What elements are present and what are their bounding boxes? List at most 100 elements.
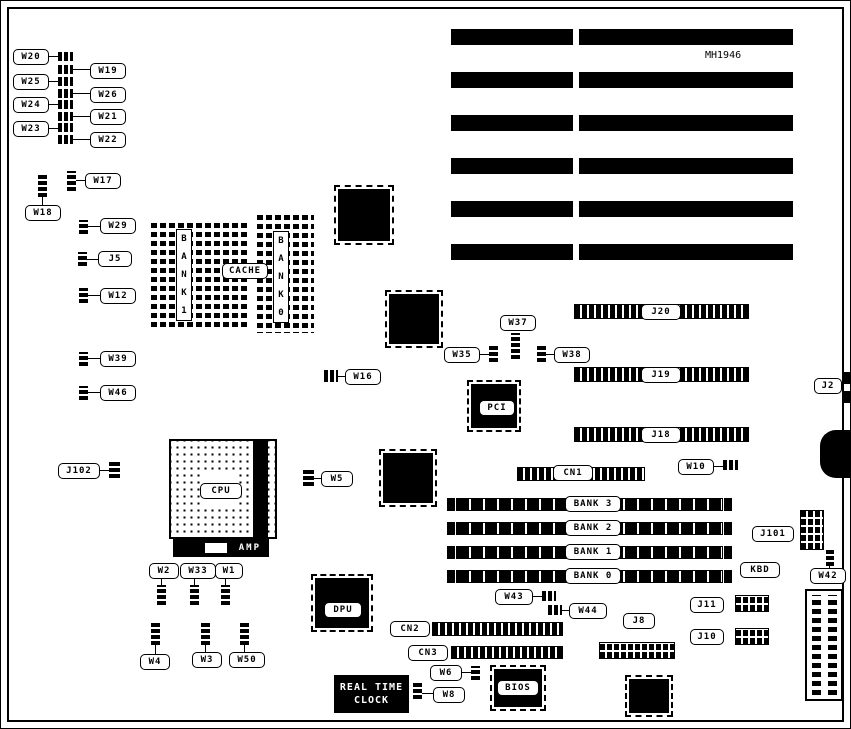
leader-line-29 — [244, 645, 245, 652]
isa-slot-3-long — [579, 115, 793, 131]
jumper-W37 — [511, 333, 520, 359]
label-W19: W19 — [90, 63, 126, 79]
label-J20: J20 — [641, 304, 681, 320]
power-connector — [805, 589, 843, 701]
leader-line-13 — [88, 295, 100, 296]
jumper-W50 — [240, 623, 249, 645]
label-J101: J101 — [752, 526, 794, 542]
jumper-W35 — [489, 345, 498, 362]
leader-line-23 — [562, 610, 569, 611]
label-CN3: CN3 — [408, 645, 448, 661]
leader-line-27 — [155, 645, 156, 654]
jumper-W10 — [723, 460, 738, 470]
isa-slot-5-long — [579, 201, 793, 217]
simm-bank-2-tab-left — [447, 522, 455, 535]
real-time-clock-text-2: CLOCK — [353, 695, 390, 706]
jumper-W18 — [38, 175, 47, 197]
chip-qfp-lower — [379, 449, 437, 507]
power-connector-pin-column-1 — [812, 595, 821, 695]
jumper-W39 — [79, 352, 88, 366]
vertical-label-char: 0 — [278, 308, 284, 318]
isa-slot-2-short — [451, 72, 573, 88]
leader-line-17 — [480, 354, 489, 355]
vertical-label-char: N — [278, 272, 284, 282]
jumper-W21 — [58, 112, 73, 121]
connector-J11-conn — [735, 595, 769, 612]
connector-CN2-bar — [432, 622, 563, 636]
label-W10: W10 — [678, 459, 714, 475]
label-J19: J19 — [641, 367, 681, 383]
leader-line-26 — [225, 579, 226, 585]
label-W25: W25 — [13, 74, 49, 90]
jumper-W33 — [190, 585, 199, 605]
jumper-W20 — [58, 52, 73, 61]
cpu-socket-stripe — [253, 441, 268, 537]
jumper-W17 — [67, 171, 76, 191]
connector-CN3-bar — [451, 646, 563, 659]
leader-line-21 — [714, 466, 723, 467]
vertical-label-char: B — [181, 234, 187, 244]
label-J8: J8 — [623, 613, 655, 629]
isa-slot-1-short — [451, 29, 573, 45]
vertical-label-char: B — [278, 236, 284, 246]
label-W4: W4 — [140, 654, 170, 670]
label-W38: W38 — [554, 347, 590, 363]
jumper-W3 — [201, 623, 210, 645]
isa-slot-1-long — [579, 29, 793, 45]
leader-line-14 — [88, 358, 100, 359]
real-time-clock-text-1: REAL TIME — [339, 682, 404, 693]
isa-slot-5-short — [451, 201, 573, 217]
label-W1: W1 — [215, 563, 243, 579]
simm-bank-0-tab-left — [447, 570, 455, 583]
jumper-W8 — [413, 682, 422, 699]
label-W12: W12 — [100, 288, 136, 304]
leader-line-18 — [546, 354, 554, 355]
label-BANK-0: BANK 0 — [565, 568, 621, 584]
jumper-W22 — [58, 135, 73, 144]
label-W46: W46 — [100, 385, 136, 401]
label-W33: W33 — [180, 563, 216, 579]
jumper-W4 — [151, 623, 160, 645]
leader-line-15 — [88, 392, 100, 393]
label-W2: W2 — [149, 563, 179, 579]
simm-bank-3-tab-right — [724, 498, 732, 511]
vertical-label-char: 1 — [181, 306, 187, 316]
leader-line-1 — [49, 56, 58, 57]
j2-pin-top — [843, 372, 850, 384]
label-CN1: CN1 — [553, 465, 593, 481]
jumper-W43 — [542, 591, 556, 601]
label-W5: W5 — [321, 471, 353, 487]
label-W17: W17 — [85, 173, 121, 189]
leader-line-30 — [462, 672, 471, 673]
isa-slot-6-short — [451, 244, 573, 260]
simm-bank-2-tab-right — [724, 522, 732, 535]
label-W43: W43 — [495, 589, 533, 605]
label-W42: W42 — [810, 568, 846, 584]
label-W20: W20 — [13, 49, 49, 65]
jumper-W26 — [58, 89, 73, 98]
power-connector-pin-column-2 — [828, 595, 837, 695]
leader-line-6 — [73, 116, 90, 117]
label-W3: W3 — [192, 652, 222, 668]
label-W21: W21 — [90, 109, 126, 125]
leader-line-7 — [49, 128, 58, 129]
label-J2: J2 — [814, 378, 842, 394]
label-W6: W6 — [430, 665, 462, 681]
leader-line-20 — [314, 478, 321, 479]
simm-bank-3-tab-left — [447, 498, 455, 511]
jumper-W12 — [79, 288, 88, 303]
leader-line-19 — [100, 470, 109, 471]
simm-bank-0-tab-right — [724, 570, 732, 583]
label-W37: W37 — [500, 315, 536, 331]
jumper-W23 — [58, 123, 73, 132]
label-J11: J11 — [690, 597, 724, 613]
real-time-clock: REAL TIME CLOCK — [334, 675, 409, 713]
label-CACHE: CACHE — [222, 263, 268, 279]
jumper-W38 — [537, 345, 546, 362]
isa-slot-6-long — [579, 244, 793, 260]
label-PCI: PCI — [479, 400, 515, 416]
jumper-W46 — [79, 386, 88, 400]
label-W16: W16 — [345, 369, 381, 385]
amp-socket-slot — [205, 543, 227, 553]
